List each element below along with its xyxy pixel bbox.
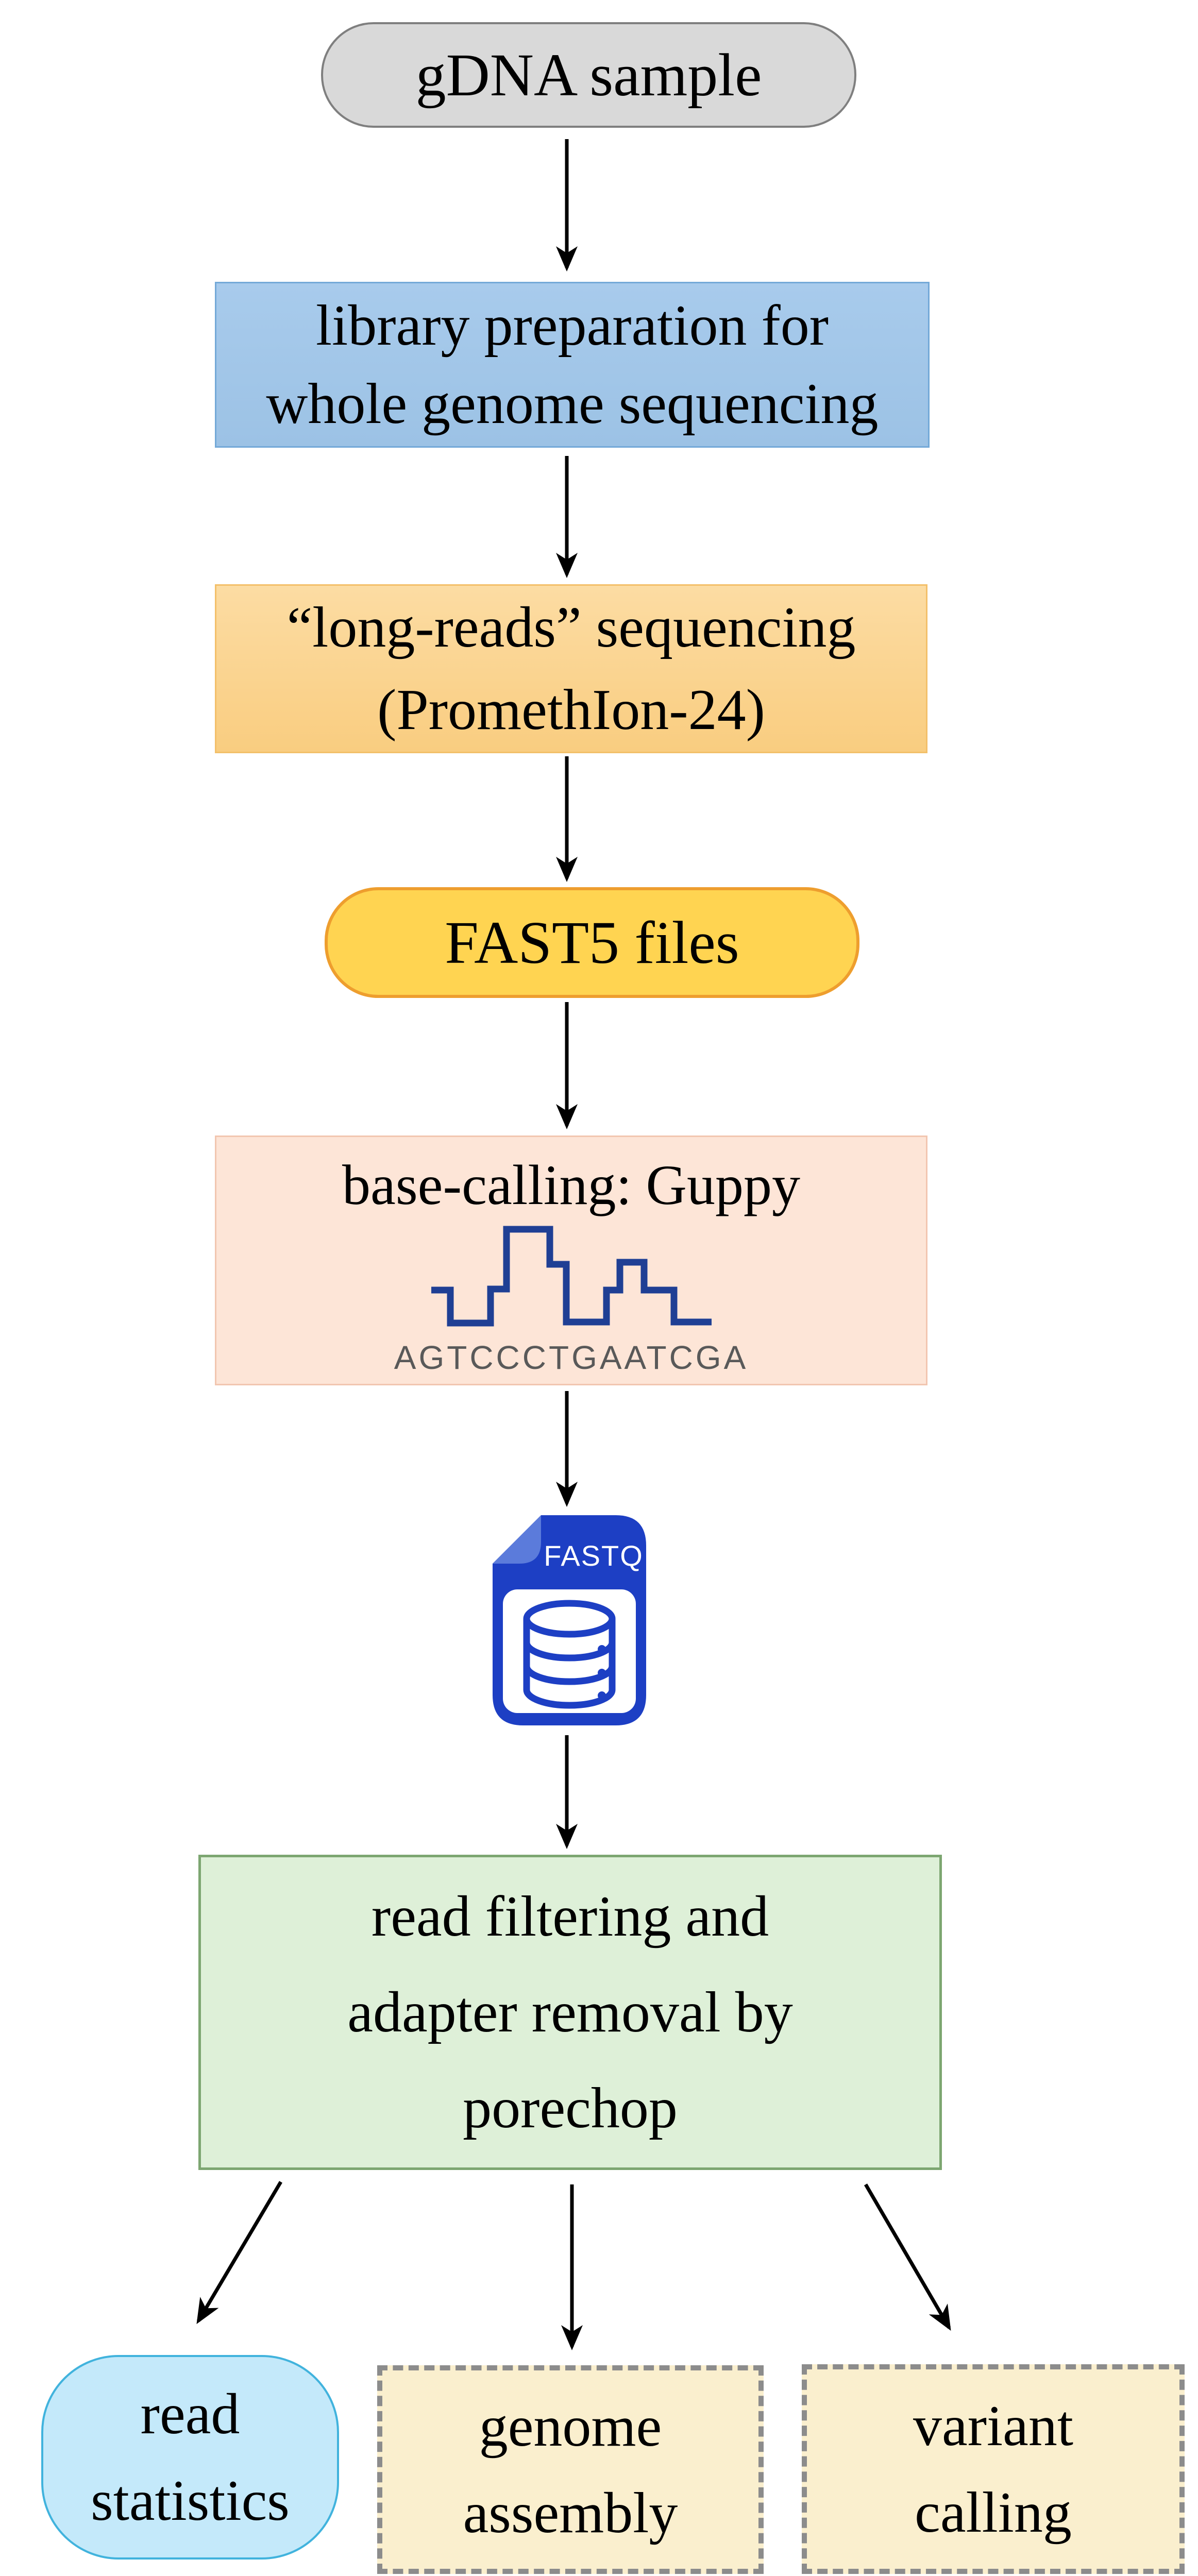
node-long-reads-sequencing: “long-reads” sequencing (PromethIon-24) [215,584,927,753]
node-fast5-files: FAST5 files [325,887,859,998]
node-label-line: library preparation for [315,294,829,358]
node-label-line: (PromethIon-24) [377,678,765,742]
node-read-statistics: read statistics [41,2355,339,2560]
node-label-line: “long-reads” sequencing [286,596,856,659]
node-gdna-sample: gDNA sample [321,22,856,128]
node-label: gDNA sample [415,41,762,109]
node-label-line: adapter removal by [347,1980,793,2044]
node-label-line: variant [913,2394,1073,2458]
node-porechop: read filtering and adapter removal by po… [198,1855,942,2170]
node-label-line: genome [479,2394,662,2459]
node-label-line: whole genome sequencing [266,372,879,436]
fastq-file-icon: FASTQ [493,1515,646,1725]
node-label-line: assembly [463,2481,678,2545]
node-label-line: read [140,2382,240,2446]
arrow-porechop-to-readstats [196,2181,283,2325]
node-base-calling-guppy: base-calling: Guppy AGTCCCTGAATCGA [215,1136,927,1385]
node-label-line: porechop [463,2076,678,2140]
fold-corner [493,1515,541,1564]
base-sequence-text: AGTCCCTGAATCGA [394,1339,749,1376]
node-fastq-file: FASTQ [490,1512,649,1728]
fastq-label: FASTQ [544,1539,644,1572]
node-genome-assembly: genome assembly [377,2365,764,2574]
node-variant-calling: variant calling [802,2364,1185,2574]
node-label: FAST5 files [445,908,739,976]
node-label-line: calling [915,2480,1072,2545]
node-library-preparation: library preparation for whole genome seq… [215,282,930,448]
database-dots [598,1645,606,1700]
database-icon [523,1600,616,1709]
arrow-porechop-to-variant [864,2183,951,2331]
node-label-line: statistics [91,2468,290,2533]
nanopore-signal-icon [431,1226,712,1327]
node-title: base-calling: Guppy [342,1154,800,1216]
node-label-line: read filtering and [371,1885,769,1948]
